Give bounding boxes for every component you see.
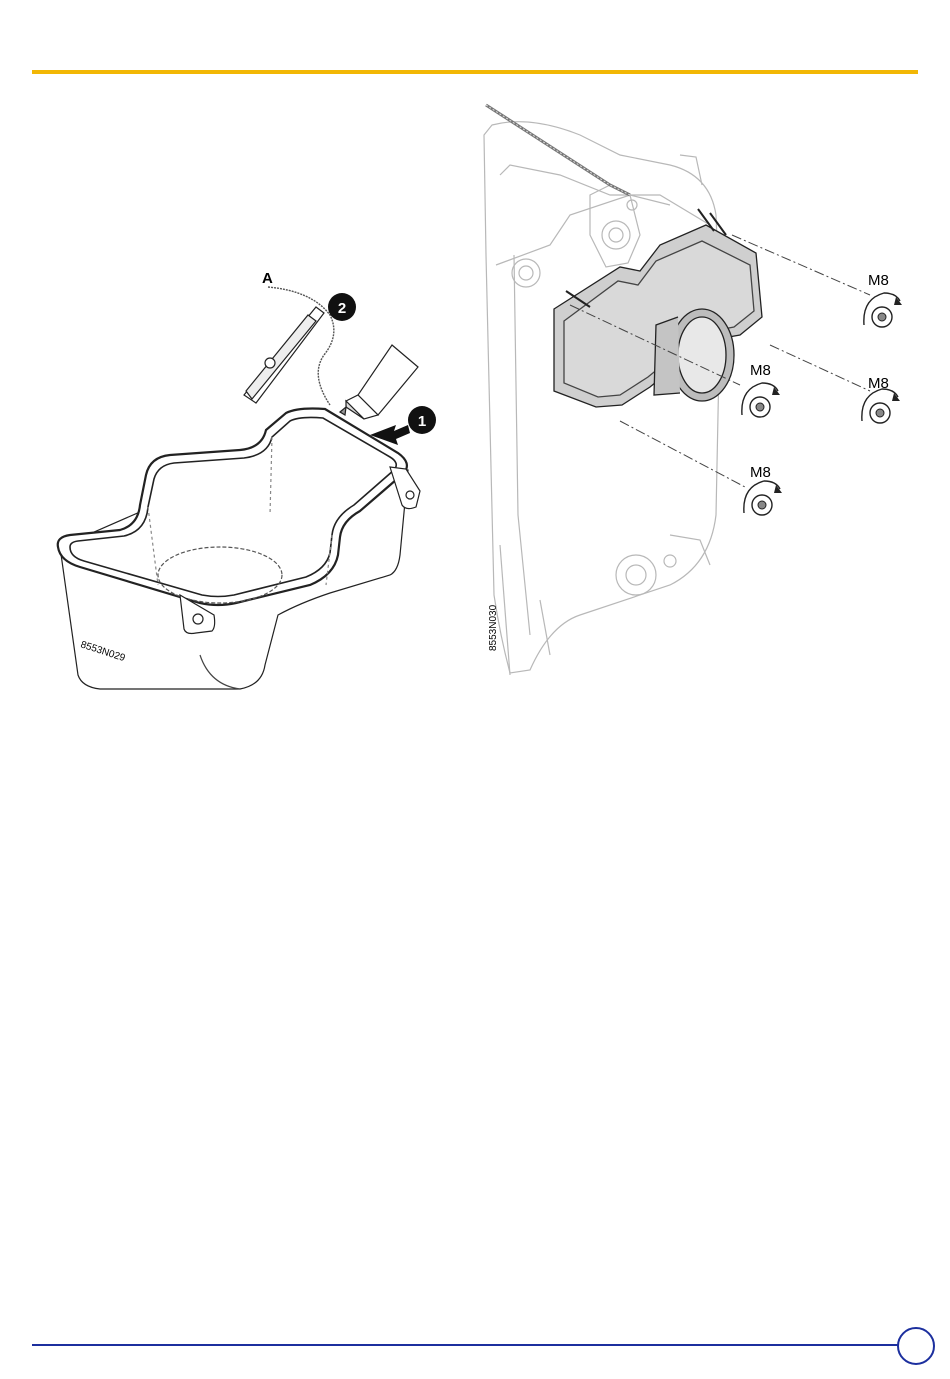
sealant-cartridge xyxy=(340,345,418,419)
nut-label-3: M8 xyxy=(868,375,889,392)
engine-cover-figure: M8 M8 M8 M8 8553N030 xyxy=(470,95,940,680)
nut-4 xyxy=(744,481,782,515)
nut-label-1: M8 xyxy=(868,272,889,289)
sump-gasket-illustration: A 2 1 8553N029 xyxy=(40,255,460,695)
nut-3 xyxy=(862,389,900,423)
gasket-tool xyxy=(244,307,324,403)
footer-rule xyxy=(32,1344,900,1346)
figure-code: 8553N030 xyxy=(488,604,499,651)
header-rule xyxy=(32,70,918,74)
page-number-circle xyxy=(897,1327,935,1365)
nut-2 xyxy=(742,383,780,417)
callout-2: 2 xyxy=(338,300,346,317)
nut-1 xyxy=(864,293,902,327)
callout-1: 1 xyxy=(418,413,426,430)
nut-label-4: M8 xyxy=(750,464,771,481)
nut-label-2: M8 xyxy=(750,362,771,379)
label-a: A xyxy=(262,270,273,287)
sump-gasket-figure: A 2 1 8553N029 xyxy=(40,255,460,695)
intake-cover xyxy=(554,209,762,407)
engine-cover-illustration: M8 M8 M8 M8 8553N030 xyxy=(470,95,940,680)
